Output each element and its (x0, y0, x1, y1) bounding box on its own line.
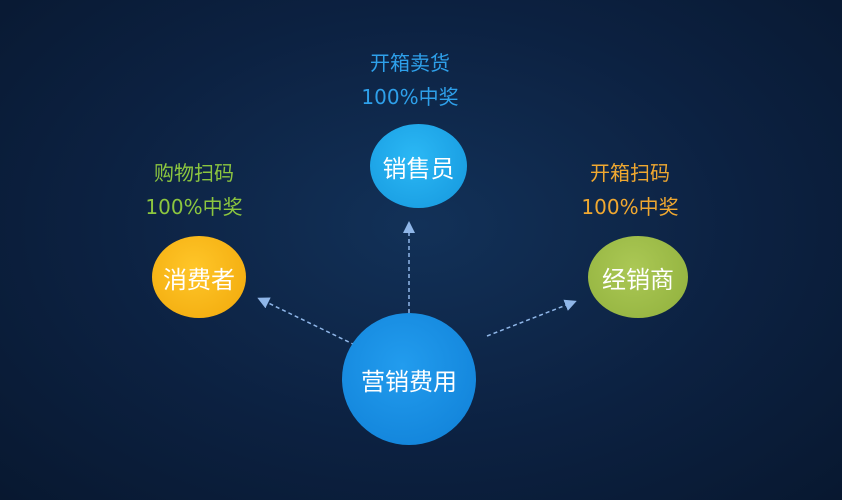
dealer-node: 经销商 (588, 236, 688, 318)
arrow-to-consumer (257, 297, 356, 346)
dealer-caption: 开箱扫码 100%中奖 (581, 156, 678, 224)
marketing-cost-label: 营销费用 (361, 367, 457, 396)
salesperson-label: 销售员 (382, 154, 455, 183)
salesperson-caption-line1: 开箱卖货 (370, 51, 450, 75)
salesperson-node: 销售员 (370, 124, 467, 208)
salesperson-caption-line2: 100%中奖 (361, 85, 459, 109)
consumer-caption-line2: 100%中奖 (145, 195, 243, 219)
consumer-caption-line1: 购物扫码 (154, 161, 234, 185)
consumer-node: 消费者 (152, 236, 246, 318)
dealer-label: 经销商 (602, 265, 674, 294)
dealer-caption-line2: 100%中奖 (581, 195, 679, 219)
consumer-label: 消费者 (163, 265, 235, 294)
salesperson-caption: 开箱卖货 100%中奖 (361, 46, 458, 114)
arrow-to-dealer (486, 299, 577, 337)
marketing-cost-node: 营销费用 (342, 313, 476, 445)
consumer-caption: 购物扫码 100%中奖 (145, 156, 242, 224)
dealer-caption-line1: 开箱扫码 (590, 161, 670, 185)
